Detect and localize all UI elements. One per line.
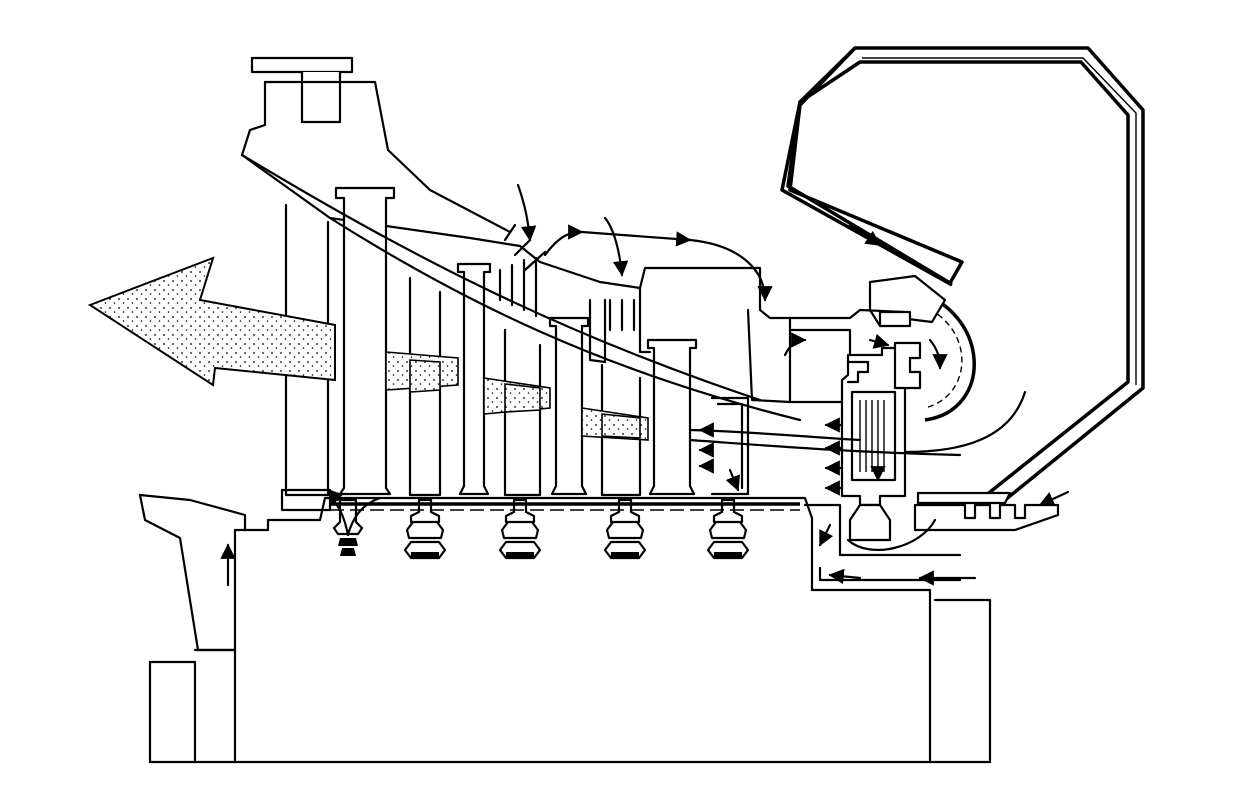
blade-roots xyxy=(328,496,800,560)
flow-arrows xyxy=(220,183,1070,587)
cooling-air-paths xyxy=(240,153,962,457)
combustion-chamber-casing xyxy=(780,46,1145,502)
hot-gas-flow xyxy=(87,256,649,441)
combustor-liner-unit xyxy=(840,310,922,542)
turbine-stages xyxy=(280,186,750,512)
outer-casing xyxy=(240,56,907,404)
rotor-disk xyxy=(138,491,1060,764)
